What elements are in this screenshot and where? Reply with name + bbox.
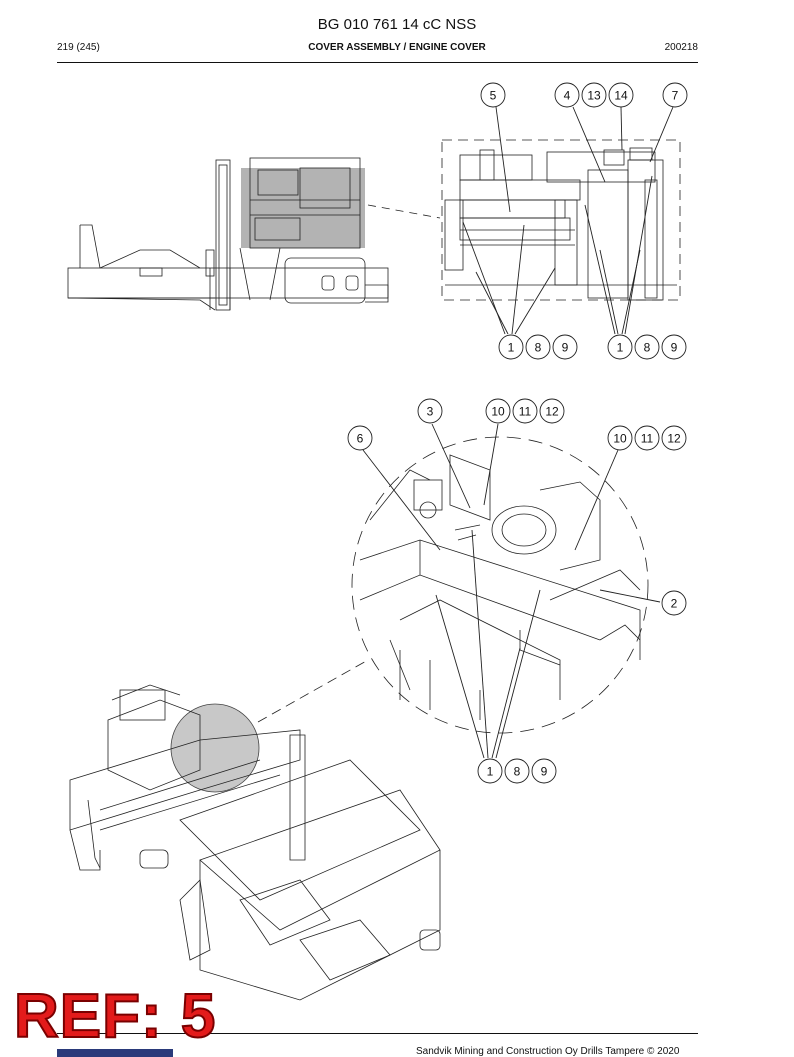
callout-label: 3 <box>427 405 434 419</box>
ref-stamp: REF: 5 <box>13 982 217 1051</box>
callout-label: 1 <box>487 765 494 779</box>
callout-label: 2 <box>671 597 678 611</box>
callout-7: 7 <box>662 82 688 108</box>
callout-13: 13 <box>581 82 607 108</box>
callout-1-right: 1 <box>607 334 633 360</box>
callout-4: 4 <box>554 82 580 108</box>
callout-label: 11 <box>519 405 532 419</box>
date-code: 200218 <box>664 42 698 53</box>
callout-label: 9 <box>541 765 548 779</box>
callout-label: 8 <box>514 765 521 779</box>
header-rule <box>57 62 698 63</box>
callout-label: 11 <box>641 432 654 446</box>
connector-line-top <box>367 204 441 219</box>
callout-label: 12 <box>667 432 681 446</box>
overview-side-view <box>67 157 389 311</box>
callout-11-right: 11 <box>634 425 660 451</box>
callout-1-bottom: 1 <box>477 758 503 784</box>
connector-line-bottom <box>257 659 369 723</box>
leaders-circle <box>362 423 661 759</box>
section-title: COVER ASSEMBLY / ENGINE COVER <box>308 42 486 53</box>
callout-10-right: 10 <box>607 425 633 451</box>
callout-9-left: 9 <box>552 334 578 360</box>
callout-label: 10 <box>491 405 505 419</box>
callout-10-left: 10 <box>485 398 511 424</box>
callout-9-bottom: 9 <box>531 758 557 784</box>
callout-11-left: 11 <box>512 398 538 424</box>
callout-label: 8 <box>535 341 542 355</box>
callout-label: 7 <box>672 89 679 103</box>
callout-12-left: 12 <box>539 398 565 424</box>
callout-label: 4 <box>564 89 571 103</box>
footer-copyright: Sandvik Mining and Construction Oy Drill… <box>416 1046 680 1057</box>
callout-label: 1 <box>508 341 515 355</box>
callouts-detail: 3 6 10 11 12 10 11 12 2 1 8 9 <box>347 398 687 784</box>
callout-label: 9 <box>562 341 569 355</box>
callout-2: 2 <box>661 590 687 616</box>
callout-label: 9 <box>671 341 678 355</box>
callout-5: 5 <box>480 82 506 108</box>
callout-14: 14 <box>608 82 634 108</box>
callout-label: 12 <box>545 405 559 419</box>
detail-circle-view <box>351 436 649 734</box>
callouts-top: 5 4 13 14 7 1 8 9 1 8 9 <box>480 82 688 360</box>
footer-rule <box>57 1033 698 1034</box>
detail-front-view <box>441 139 681 301</box>
callout-label: 5 <box>490 89 497 103</box>
callout-label: 1 <box>617 341 624 355</box>
callout-label: 13 <box>587 89 601 103</box>
callout-8-right: 8 <box>634 334 660 360</box>
callout-8-left: 8 <box>525 334 551 360</box>
callout-3: 3 <box>417 398 443 424</box>
callout-9-right: 9 <box>661 334 687 360</box>
callout-6: 6 <box>347 425 373 451</box>
callout-label: 10 <box>613 432 627 446</box>
callout-12-right: 12 <box>661 425 687 451</box>
highlight-circle <box>170 703 260 793</box>
callout-8-bottom: 8 <box>504 758 530 784</box>
callout-1-left: 1 <box>498 334 524 360</box>
callout-label: 6 <box>357 432 364 446</box>
callout-label: 14 <box>614 89 628 103</box>
overview-isometric-view <box>69 684 441 1001</box>
leaders-top <box>462 106 674 335</box>
document-title: BG 010 761 14 cC NSS <box>317 16 477 33</box>
callout-label: 8 <box>644 341 651 355</box>
page-reference: 219 (245) <box>57 42 100 53</box>
